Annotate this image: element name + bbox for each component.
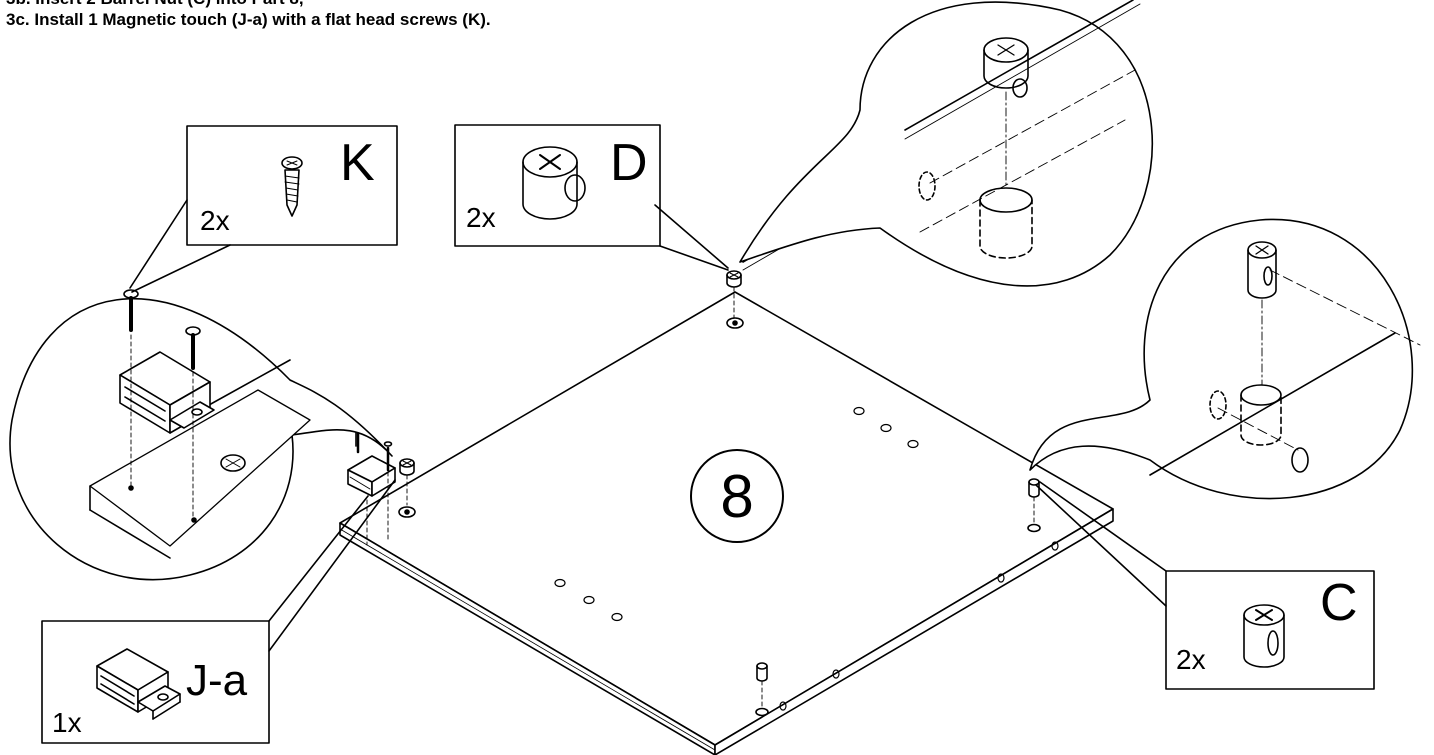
callout-d-qty: 2x: [466, 202, 496, 233]
panel-holes-right: [853, 406, 919, 449]
hole-c-bottom: [755, 707, 769, 717]
detail-bubble-barrel: [1029, 218, 1421, 500]
callout-k-qty: 2x: [200, 205, 230, 236]
panel-part-8: [339, 291, 1114, 755]
hole-d-top: [726, 317, 744, 329]
callout-ja-letter: J-a: [186, 656, 248, 705]
magnetic-catch-icon: [96, 648, 181, 720]
hole-c-right: [1027, 523, 1041, 533]
callout-box-k: [129, 125, 398, 293]
detail-bubble-magnet: [9, 289, 393, 581]
callout-k-letter: K: [340, 134, 375, 192]
panel-right-edge: [714, 508, 1114, 755]
callout-box-ja: [41, 479, 396, 744]
panel-holes-left: [554, 578, 623, 622]
cam-lock-d-installed-2: [399, 458, 415, 506]
instruction-step-3c: 3c. Install 1 Magnetic touch (J-a) with …: [6, 10, 491, 29]
part-number-circle: [690, 449, 784, 543]
detail-bubble-cam: [739, 0, 1154, 287]
callout-box-d: [454, 124, 729, 271]
cam-lock-d-installed: [726, 270, 742, 319]
part-number-label: 8: [720, 463, 753, 530]
callout-c-letter: C: [1320, 574, 1358, 632]
callout-ja-qty: 1x: [52, 707, 82, 738]
callout-c-qty: 2x: [1176, 644, 1206, 675]
panel-edge-holes: [779, 541, 1059, 711]
barrel-nut-c-installed: [1028, 478, 1040, 525]
magnetic-catch-installed: [347, 425, 396, 546]
callout-box-c: [1035, 481, 1375, 690]
hole-d-left: [398, 506, 416, 518]
screw-icon: [281, 156, 303, 170]
instruction-step-3b: 3b. Insert 2 Barrel Nut (C) into Part 8,: [6, 0, 304, 9]
callout-d-letter: D: [610, 134, 648, 192]
barrel-nut-c-installed-2: [756, 662, 768, 709]
